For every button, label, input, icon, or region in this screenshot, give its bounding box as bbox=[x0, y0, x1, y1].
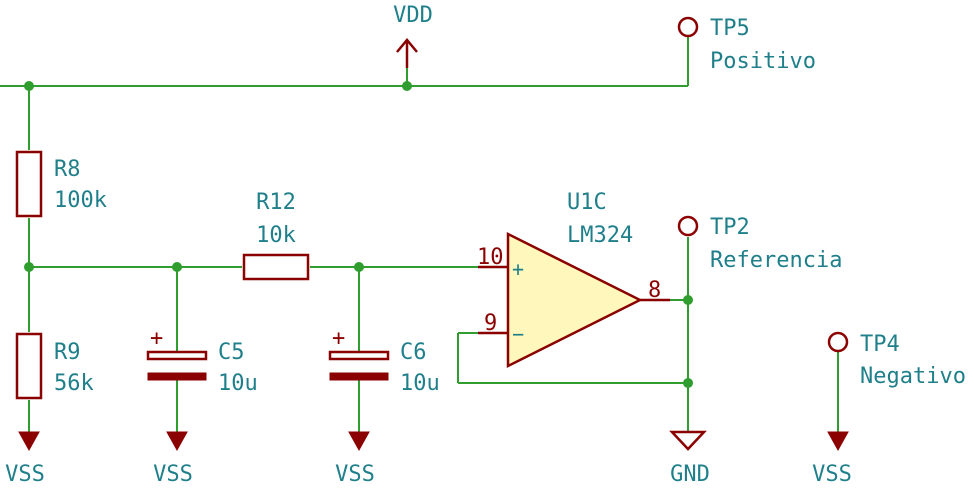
power-vdd: VDD bbox=[393, 3, 433, 68]
c5-ref: C5 bbox=[218, 340, 245, 365]
vdd-label: VDD bbox=[393, 3, 433, 28]
c6-ref: C6 bbox=[400, 340, 427, 365]
junction-dot bbox=[24, 81, 34, 91]
power-vss-c6: VSS bbox=[335, 431, 375, 487]
vss-arrow-icon bbox=[348, 431, 370, 452]
testpoint-circle bbox=[827, 331, 849, 353]
junctions bbox=[24, 81, 693, 388]
tp2-value: Referencia bbox=[710, 248, 842, 273]
c6-value: 10u bbox=[400, 371, 440, 396]
junction-dot bbox=[172, 262, 182, 272]
power-gnd: GND bbox=[669, 430, 710, 487]
gnd-label: GND bbox=[670, 462, 710, 487]
resistor-body bbox=[15, 150, 43, 218]
gnd-icon bbox=[669, 430, 707, 451]
capacitor-plate-negative bbox=[329, 372, 389, 381]
junction-dot bbox=[402, 81, 412, 91]
r12-value: 10k bbox=[256, 223, 296, 248]
testpoint-circle bbox=[677, 16, 699, 38]
c5-polarity: + bbox=[150, 326, 163, 351]
resistor-r8[interactable]: R8 100k bbox=[15, 150, 107, 218]
resistor-r12[interactable]: R12 10k bbox=[242, 190, 310, 281]
resistor-body bbox=[242, 253, 310, 281]
wires bbox=[0, 37, 839, 432]
capacitor-c5[interactable]: + C5 10u bbox=[146, 326, 258, 396]
resistor-body bbox=[15, 332, 43, 400]
testpoint-circle bbox=[677, 215, 699, 237]
junction-dot bbox=[24, 262, 34, 272]
tp4-value: Negativo bbox=[860, 364, 966, 389]
vss-label: VSS bbox=[5, 462, 45, 487]
c5-value: 10u bbox=[218, 371, 258, 396]
capacitor-plate-positive bbox=[146, 350, 208, 361]
power-vss-r9: VSS bbox=[5, 431, 45, 487]
testpoint-tp2[interactable]: TP2 Referencia bbox=[677, 215, 842, 273]
vss-label: VSS bbox=[812, 462, 852, 487]
power-vss-c5: VSS bbox=[153, 431, 193, 487]
opamp-pin-label: 10 bbox=[477, 245, 504, 270]
r9-value: 56k bbox=[54, 371, 94, 396]
vss-label: VSS bbox=[335, 462, 375, 487]
r12-ref: R12 bbox=[256, 190, 296, 215]
vss-label: VSS bbox=[153, 462, 193, 487]
junction-dot bbox=[683, 378, 693, 388]
capacitor-c6[interactable]: + C6 10u bbox=[328, 326, 440, 396]
capacitor-plate-positive bbox=[328, 350, 390, 361]
junction-dot bbox=[683, 295, 693, 305]
junction-dot bbox=[354, 262, 364, 272]
tp5-value: Positivo bbox=[710, 49, 816, 74]
tp2-ref: TP2 bbox=[710, 215, 750, 240]
capacitor-plate-negative bbox=[147, 372, 207, 381]
opamp-triangle bbox=[506, 231, 643, 369]
u1c-ref: U1C bbox=[567, 190, 607, 215]
u1c-value: LM324 bbox=[567, 223, 633, 248]
vss-arrow-icon bbox=[18, 431, 40, 452]
r8-value: 100k bbox=[54, 188, 107, 213]
power-vss-tp4: VSS bbox=[812, 431, 852, 487]
testpoint-tp5[interactable]: TP5 Positivo bbox=[677, 16, 816, 74]
c6-polarity: + bbox=[332, 326, 345, 351]
r9-ref: R9 bbox=[54, 340, 81, 365]
tp5-ref: TP5 bbox=[710, 16, 750, 41]
opamp-u1c[interactable]: + − 10 9 8 U1C LM324 bbox=[477, 190, 670, 369]
opamp-minus-sign: − bbox=[512, 322, 524, 346]
vss-arrow-icon bbox=[827, 431, 849, 452]
opamp-pin-label: 9 bbox=[484, 311, 497, 336]
testpoint-tp4[interactable]: TP4 Negativo bbox=[827, 331, 966, 389]
resistor-r9[interactable]: R9 56k bbox=[15, 332, 94, 400]
tp4-ref: TP4 bbox=[860, 332, 900, 357]
opamp-plus-sign: + bbox=[512, 257, 524, 281]
r8-ref: R8 bbox=[54, 157, 81, 182]
vss-arrow-icon bbox=[166, 431, 188, 452]
opamp-pin-label: 8 bbox=[648, 278, 661, 303]
